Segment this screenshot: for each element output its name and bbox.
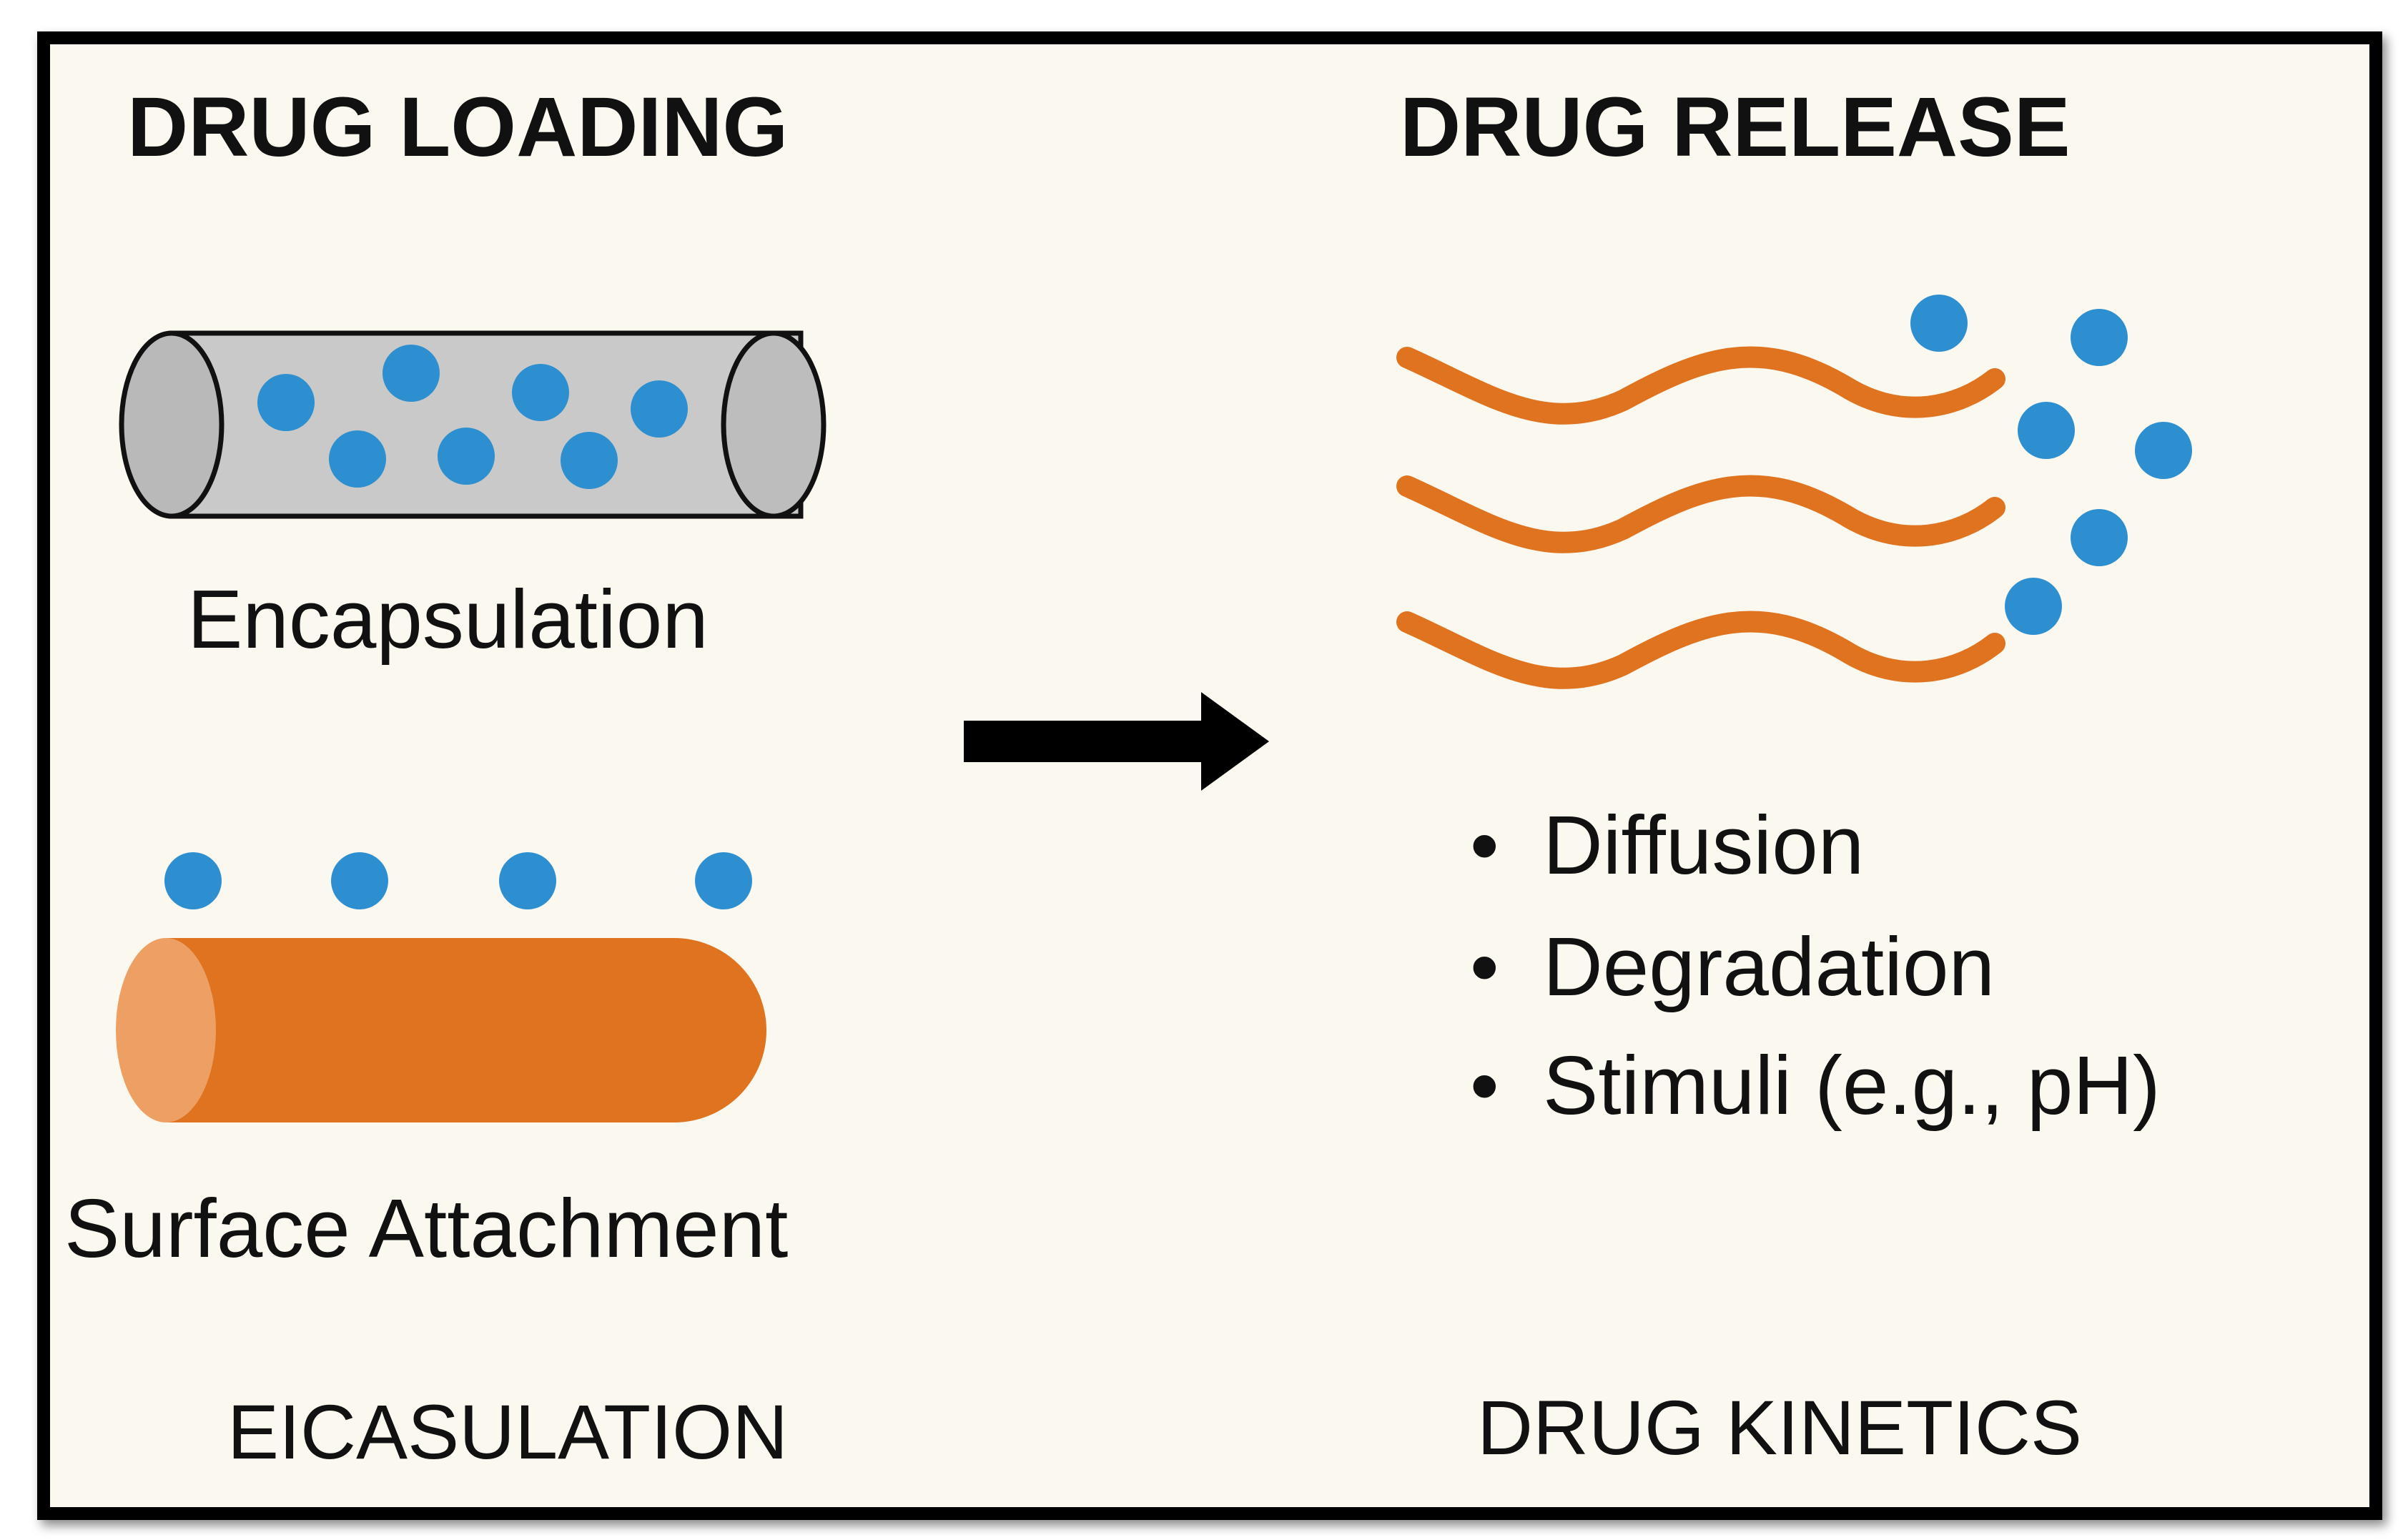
encapsulation-footer: EICASULATION	[227, 1388, 788, 1475]
tube-body	[169, 330, 804, 519]
encapsulation-tube	[119, 330, 827, 519]
bullet: •	[1470, 799, 1499, 892]
arrow-shaft	[964, 721, 1214, 762]
rod-cap	[116, 938, 216, 1122]
bullet: •	[1470, 920, 1499, 1013]
drug-kinetics-footer: DRUG KINETICS	[1477, 1384, 2082, 1471]
drug-particle	[2135, 422, 2192, 479]
encapsulation-label: Encapsulation	[187, 573, 709, 666]
mechanism-stimuli: Stimuli (e.g., pH)	[1543, 1039, 2161, 1132]
polymer-chains	[1396, 346, 2005, 689]
drug-particle	[383, 345, 440, 402]
polymer-chain	[1396, 475, 2005, 553]
released-drug-particles	[1910, 295, 2192, 635]
arrow-head	[1201, 692, 1269, 791]
rod-body	[166, 938, 766, 1122]
release-mechanisms-list: • Diffusion • Degradation • Stimuli (e.g…	[1470, 799, 2161, 1132]
mechanism-degradation: Degradation	[1543, 920, 1995, 1013]
drug-particle	[1910, 295, 1968, 352]
drug-particle	[499, 852, 556, 909]
drug-particle	[257, 374, 315, 431]
tube-right-cap	[721, 330, 827, 519]
drug-particle	[329, 430, 386, 488]
tube-left-cap	[119, 330, 224, 519]
polymer-chain	[1396, 611, 2005, 689]
drug-particle	[2071, 309, 2128, 366]
mechanism-diffusion: Diffusion	[1543, 799, 1864, 892]
polymer-chain	[1396, 346, 2005, 425]
drug-particle	[2018, 402, 2075, 459]
drug-particle	[512, 364, 569, 421]
drug-release-title: DRUG RELEASE	[1400, 80, 2071, 174]
surface-attachment-rod	[116, 852, 766, 1122]
process-arrow	[964, 692, 1269, 791]
bullet: •	[1470, 1039, 1499, 1132]
surface-attachment-label: Surface Attachment	[64, 1182, 788, 1275]
drug-particle	[2071, 509, 2128, 566]
drug-loading-title: DRUG LOADING	[127, 80, 788, 174]
drug-particle	[631, 380, 688, 438]
drug-particle	[164, 852, 222, 909]
drug-particle	[438, 428, 495, 485]
drug-particle	[695, 852, 752, 909]
drug-particle	[561, 432, 618, 489]
drug-particle	[2005, 578, 2062, 635]
drug-particle	[331, 852, 388, 909]
